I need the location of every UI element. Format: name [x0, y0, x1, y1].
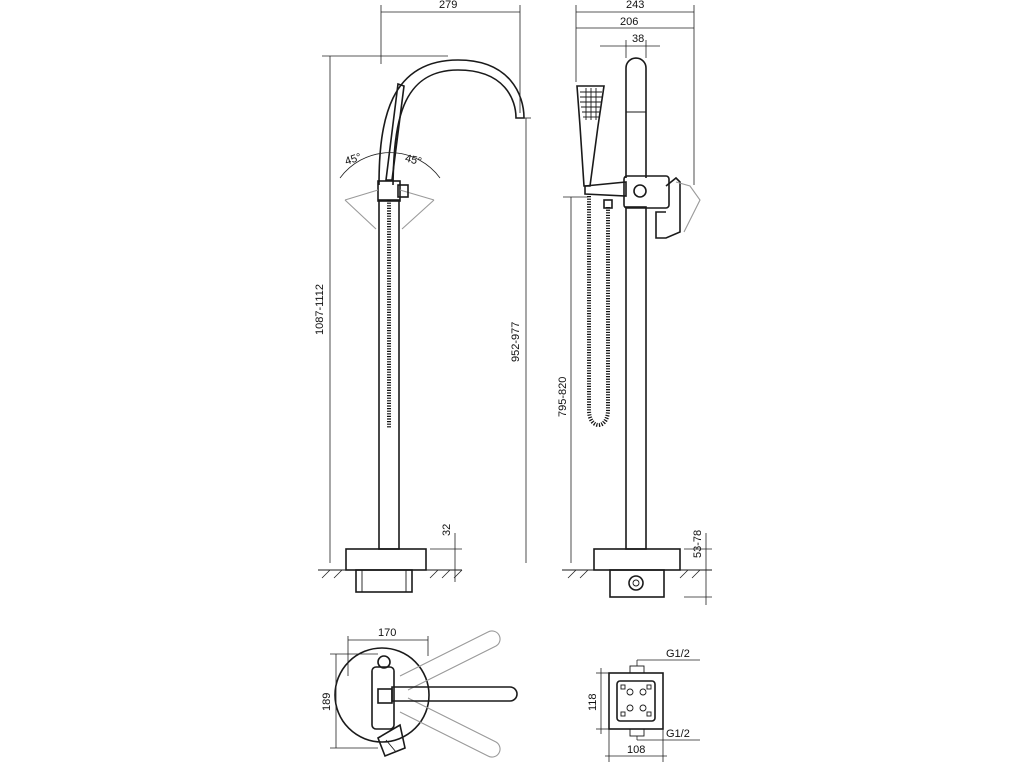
- dim-total-height: 1087-1112: [314, 284, 326, 335]
- dim-top-height: 189: [321, 693, 333, 711]
- dim-head-width: 38: [632, 33, 644, 45]
- plate-inner: [616, 680, 656, 722]
- side-upper-column: [625, 57, 647, 178]
- side-hose: [587, 196, 610, 427]
- top-view: 170 189: [321, 627, 518, 758]
- front-valve-body: [377, 180, 401, 202]
- front-spout: [378, 59, 525, 186]
- top-ghost-levers: [399, 630, 501, 758]
- dim-plate-height: 118: [587, 693, 599, 711]
- dim-side-base-height: 53-78: [692, 530, 704, 558]
- plate-holes: [620, 684, 652, 717]
- top-escutcheon: [334, 647, 430, 743]
- side-base-plate: [593, 548, 681, 571]
- side-valve-body: [623, 175, 670, 209]
- angle-left-label: 45°: [343, 151, 363, 168]
- thread-top-label: G1/2: [666, 648, 690, 660]
- dim-hose-height: 795-820: [557, 377, 569, 417]
- front-base-under: [355, 569, 413, 593]
- front-view: 45° 45° 279 1087-1112 952-977 32: [314, 0, 531, 593]
- side-hand-shower: [576, 85, 605, 187]
- thread-bottom-label: G1/2: [666, 728, 690, 740]
- side-lever: [655, 176, 681, 239]
- dim-side-total-width: 243: [626, 0, 644, 11]
- dim-side-width: 206: [620, 16, 638, 28]
- dim-base-height: 32: [441, 524, 453, 536]
- side-inlet-circle: [628, 575, 644, 591]
- dim-top-width: 170: [378, 627, 396, 639]
- dim-plate-width: 108: [627, 744, 645, 756]
- side-floor-hatch: [567, 569, 701, 579]
- dim-front-width: 279: [439, 0, 457, 11]
- angle-right-label: 45°: [404, 152, 423, 168]
- side-view: 243 206 38 795-820 53-78: [557, 0, 712, 605]
- side-holder: [584, 181, 627, 197]
- shower-head-holes: [580, 88, 602, 120]
- top-hand-shower: [377, 723, 406, 758]
- plate-view: 118 108 G1/2 G1/2: [587, 648, 700, 762]
- side-base-under: [609, 569, 665, 598]
- front-base-plate: [345, 548, 427, 571]
- top-valve-body: [371, 666, 395, 730]
- dim-spout-height: 952-977: [510, 322, 522, 362]
- front-hand-shower: [385, 82, 405, 181]
- side-column: [625, 206, 647, 550]
- angle-arc: [339, 152, 441, 179]
- front-floor-hatch: [321, 569, 463, 579]
- top-lever: [391, 686, 518, 702]
